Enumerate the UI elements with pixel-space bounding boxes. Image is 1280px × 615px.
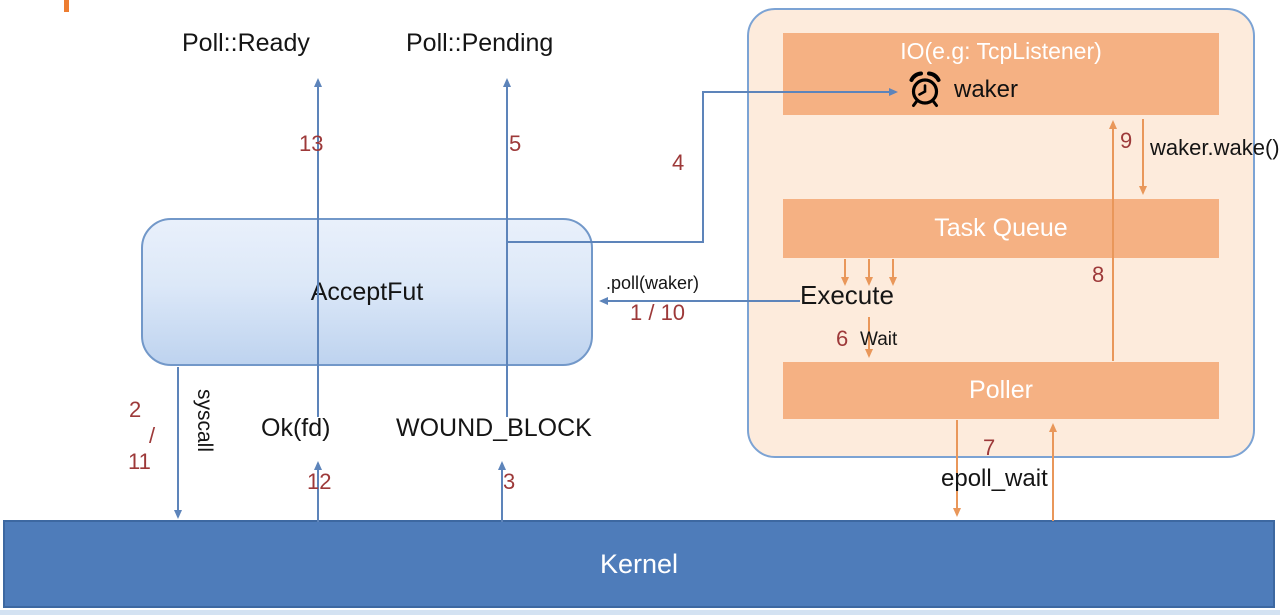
ok-fd-label: Ok(fd): [261, 414, 331, 442]
step-11: 11: [128, 449, 151, 474]
slide-accent-tick: [64, 0, 69, 12]
kernel-reflection-strip: [0, 610, 1280, 615]
step-2: 2: [129, 397, 142, 422]
step-5: 5: [509, 131, 522, 156]
syscall-label: syscall: [193, 389, 216, 453]
step-9: 9: [1120, 128, 1133, 153]
step-6: 6: [836, 326, 849, 351]
step-7: 7: [983, 435, 996, 460]
wound-block-label: WOUND_BLOCK: [396, 414, 592, 442]
io-box-title: IO(e.g: TcpListener): [900, 38, 1102, 64]
step-slash: /: [149, 423, 156, 448]
step-13: 13: [299, 131, 324, 156]
step-8: 8: [1092, 262, 1105, 287]
wait-label: Wait: [860, 329, 898, 350]
kernel-bar: Kernel: [3, 520, 1275, 608]
io-box: IO(e.g: TcpListener) waker: [783, 33, 1219, 115]
step-1-10: 1 / 10: [630, 300, 686, 325]
step-4: 4: [672, 150, 685, 175]
epoll-wait-label: epoll_wait: [941, 465, 1048, 492]
accept-fut-box: AcceptFut: [141, 218, 593, 366]
execute-label: Execute: [800, 280, 894, 310]
waker-row: waker: [905, 71, 1018, 108]
step-3: 3: [503, 469, 516, 494]
task-queue-box: Task Queue: [783, 199, 1219, 258]
waker-wake-label: waker.wake(): [1150, 135, 1280, 160]
step-12: 12: [307, 469, 332, 494]
waker-label: waker: [954, 75, 1019, 103]
poller-box: Poller: [783, 362, 1219, 419]
poll-pending-label: Poll::Pending: [406, 29, 554, 57]
alarm-clock-icon: [909, 71, 941, 107]
poll-call-label: .poll(waker): [606, 273, 700, 293]
poll-ready-label: Poll::Ready: [182, 29, 310, 57]
